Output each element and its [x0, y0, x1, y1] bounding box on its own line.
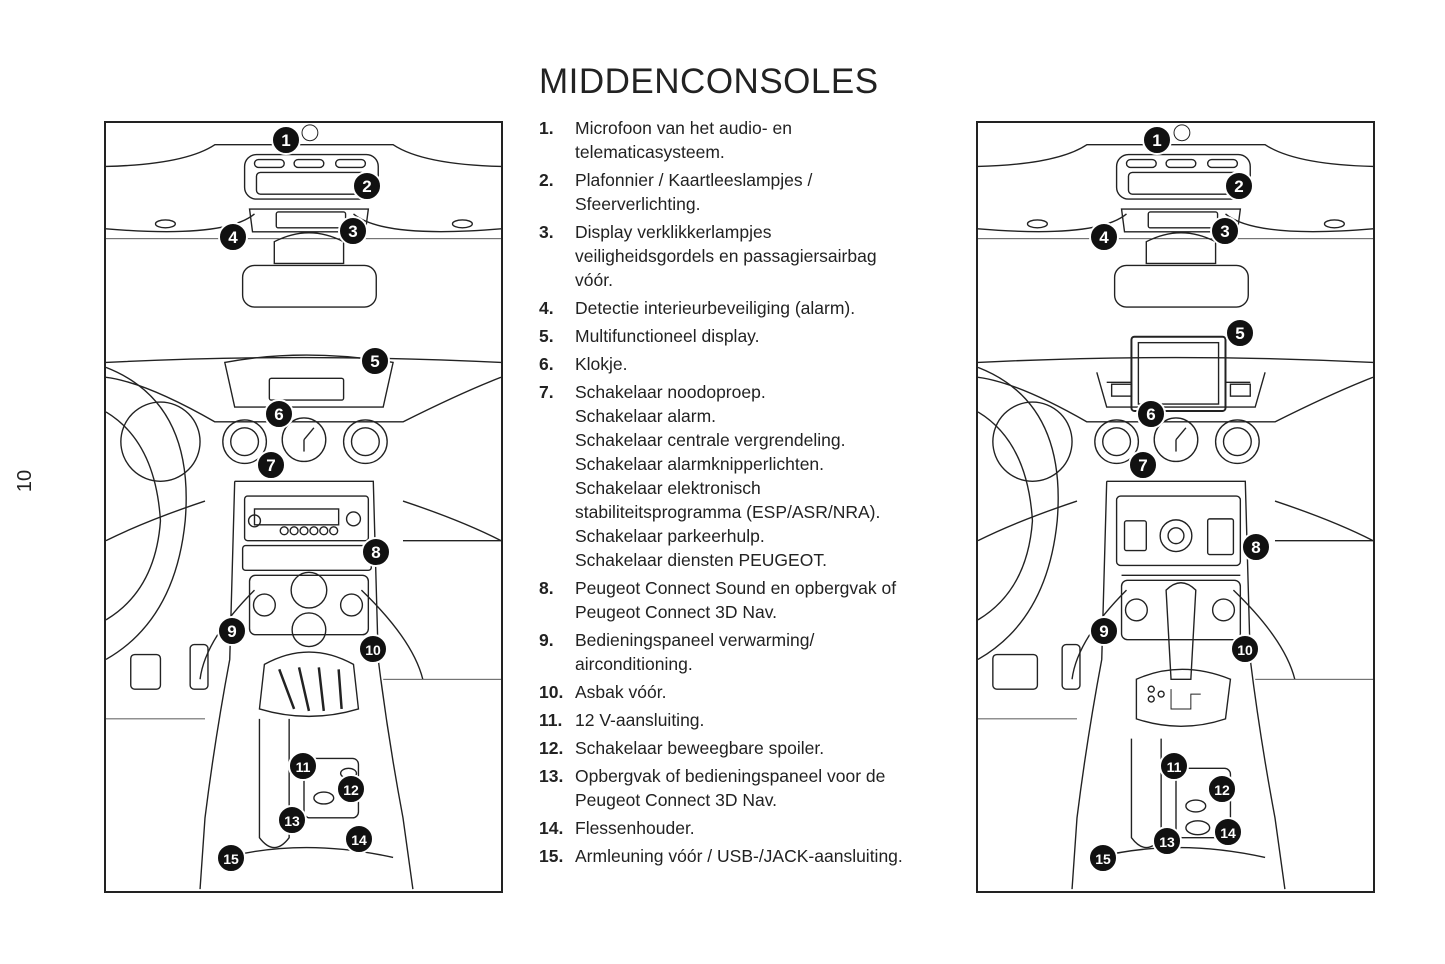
legend-item-text: Plafonnier / Kaartleeslampjes /	[575, 170, 813, 190]
legend-item-text: telematicasysteem.	[575, 142, 725, 162]
legend-item-number: 11.	[539, 710, 563, 730]
legend-item: 8. Peugeot Connect Sound en opbergvak of P…	[539, 576, 949, 624]
legend-item: 6. Klokje.	[539, 352, 949, 376]
legend-item-number: 9.	[539, 630, 554, 650]
legend-item-number: 7.	[539, 382, 554, 402]
legend-item-text: Schakelaar parkeerhulp.	[575, 526, 765, 546]
legend-item: 2. Plafonnier / Kaartleeslampjes / Sfeerve…	[539, 168, 949, 216]
legend-item-number: 1.	[539, 118, 554, 138]
illustration-automatic-gearbox	[976, 121, 1375, 893]
legend-item-number: 3.	[539, 222, 554, 242]
legend-item: 15. Armleuning vóór / USB-/JACK-aansluiti…	[539, 844, 949, 868]
legend-item-text: Schakelaar alarmknipperlichten.	[575, 454, 825, 474]
legend-item-number: 12.	[539, 738, 564, 758]
legend-item-number: 5.	[539, 326, 554, 346]
legend-item-text: Peugeot Connect 3D Nav.	[575, 790, 778, 810]
legend-item: 10. Asbak vóór.	[539, 680, 949, 704]
legend-item: 1. Microfoon van het audio- en telematicas…	[539, 116, 949, 164]
legend-item-text: Detectie interieurbeveiliging (alarm).	[575, 298, 856, 318]
legend-item-text: Armleuning vóór / USB-/JACK-aansluiting.	[575, 846, 903, 866]
legend-item: 4. Detectie interieurbeveiliging (alarm).	[539, 296, 949, 320]
legend-item-text: Microfoon van het audio- en	[575, 118, 792, 138]
legend-item-text: stabiliteitsprogramma (ESP/ASR/NRA).	[575, 502, 881, 522]
legend-item-text: Flessenhouder.	[575, 818, 695, 838]
legend-item-text: Klokje.	[575, 354, 628, 374]
legend-item-text: Schakelaar noodoproep.	[575, 382, 766, 402]
legend-item-number: 10.	[539, 682, 564, 702]
illustration-manual-gearbox	[104, 121, 503, 893]
legend-item: 9. Bedieningspaneel verwarming/airconditi…	[539, 628, 949, 676]
legend-list: 1. Microfoon van het audio- en telematicas…	[539, 116, 949, 872]
legend-item-text: Display verklikkerlampjes	[575, 222, 772, 242]
legend-item: 12. Schakelaar beweegbare spoiler.	[539, 736, 949, 760]
legend-item: 7. Schakelaar noodoproep. Schakelaar alarm…	[539, 380, 949, 572]
legend-item-text: Peugeot Connect 3D Nav.	[575, 602, 778, 622]
legend-item-number: 8.	[539, 578, 554, 598]
legend-item-text: Multifunctioneel display.	[575, 326, 760, 346]
legend-item: 14. Flessenhouder.	[539, 816, 949, 840]
legend-item-text: airconditioning.	[575, 654, 693, 674]
legend-item-number: 4.	[539, 298, 554, 318]
legend-item-number: 14.	[539, 818, 564, 838]
page-title: MIDDENCONSOLES	[539, 62, 879, 101]
legend-item-number: 13.	[539, 766, 564, 786]
legend-item-text: Bedieningspaneel verwarming/	[575, 630, 815, 650]
legend-item-number: 2.	[539, 170, 554, 190]
legend-item: 5. Multifunctioneel display.	[539, 324, 949, 348]
legend-item-text: vóór.	[575, 270, 613, 290]
legend-item-text: Sfeerverlichting.	[575, 194, 701, 214]
legend-item-text: Schakelaar beweegbare spoiler.	[575, 738, 825, 758]
legend-item-text: 12 V-aansluiting.	[575, 710, 705, 730]
page-number: 10	[14, 469, 36, 493]
legend-item-text: Opbergvak of bedieningspaneel voor de	[575, 766, 886, 786]
legend-item-text: Schakelaar diensten PEUGEOT.	[575, 550, 827, 570]
legend-item: 13. Opbergvak of bedieningspaneel voor de…	[539, 764, 949, 812]
legend-item-text: Schakelaar alarm.	[575, 406, 717, 426]
legend-item-number: 6.	[539, 354, 554, 374]
legend-item-text: veiligheidsgordels en passagiersairbag	[575, 246, 877, 266]
legend-item-text: Schakelaar elektronisch	[575, 478, 761, 498]
legend-item-number: 15.	[539, 846, 564, 866]
legend-item-text: Peugeot Connect Sound en opbergvak of	[575, 578, 897, 598]
legend-item: 11. 12 V-aansluiting.	[539, 708, 949, 732]
legend-item: 3. Display verklikkerlampjes veiligheidsgo…	[539, 220, 949, 292]
legend-item-text: Asbak vóór.	[575, 682, 667, 702]
legend-item-text: Schakelaar centrale vergrendeling.	[575, 430, 846, 450]
